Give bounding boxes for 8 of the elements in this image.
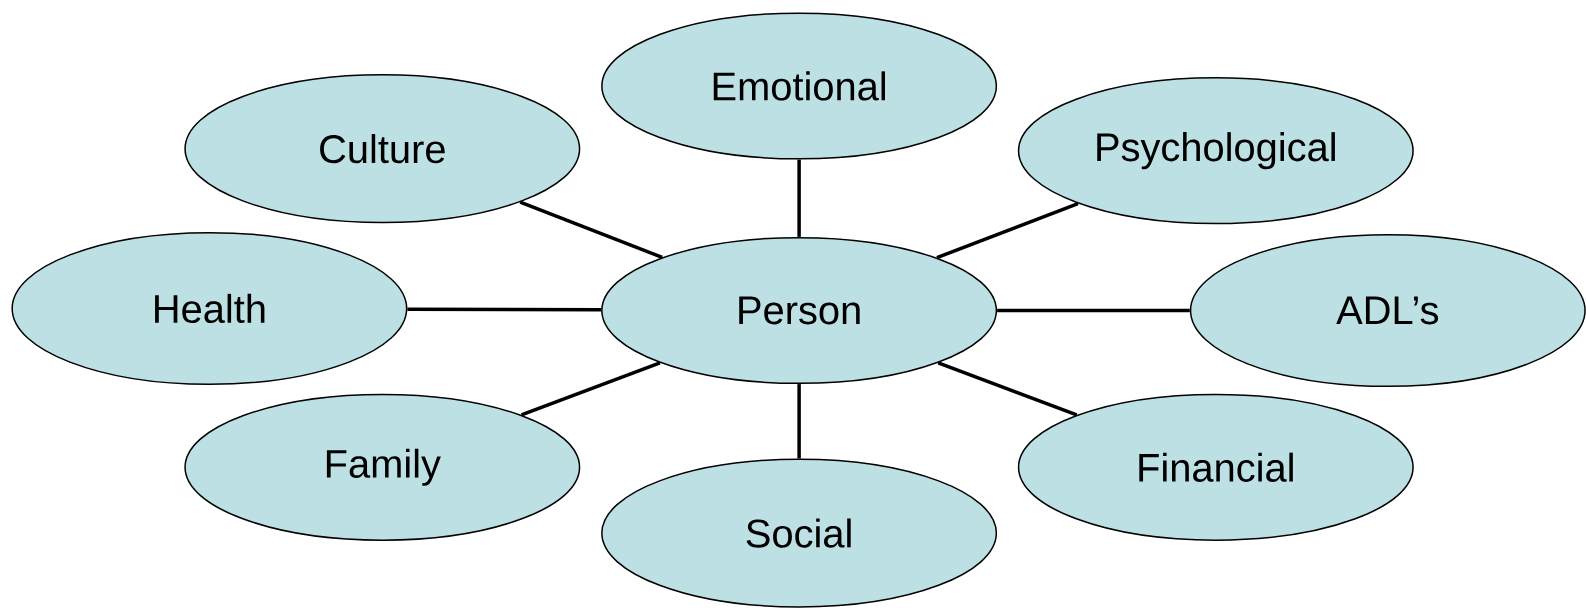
connector-line: [407, 307, 602, 312]
connector-line: [797, 384, 801, 459]
connector-line: [937, 361, 1078, 417]
connector-line: [520, 361, 661, 417]
connector-line: [519, 200, 663, 259]
connector-line: [936, 201, 1079, 260]
connector-line: [997, 308, 1190, 313]
connector-line: [797, 159, 801, 237]
